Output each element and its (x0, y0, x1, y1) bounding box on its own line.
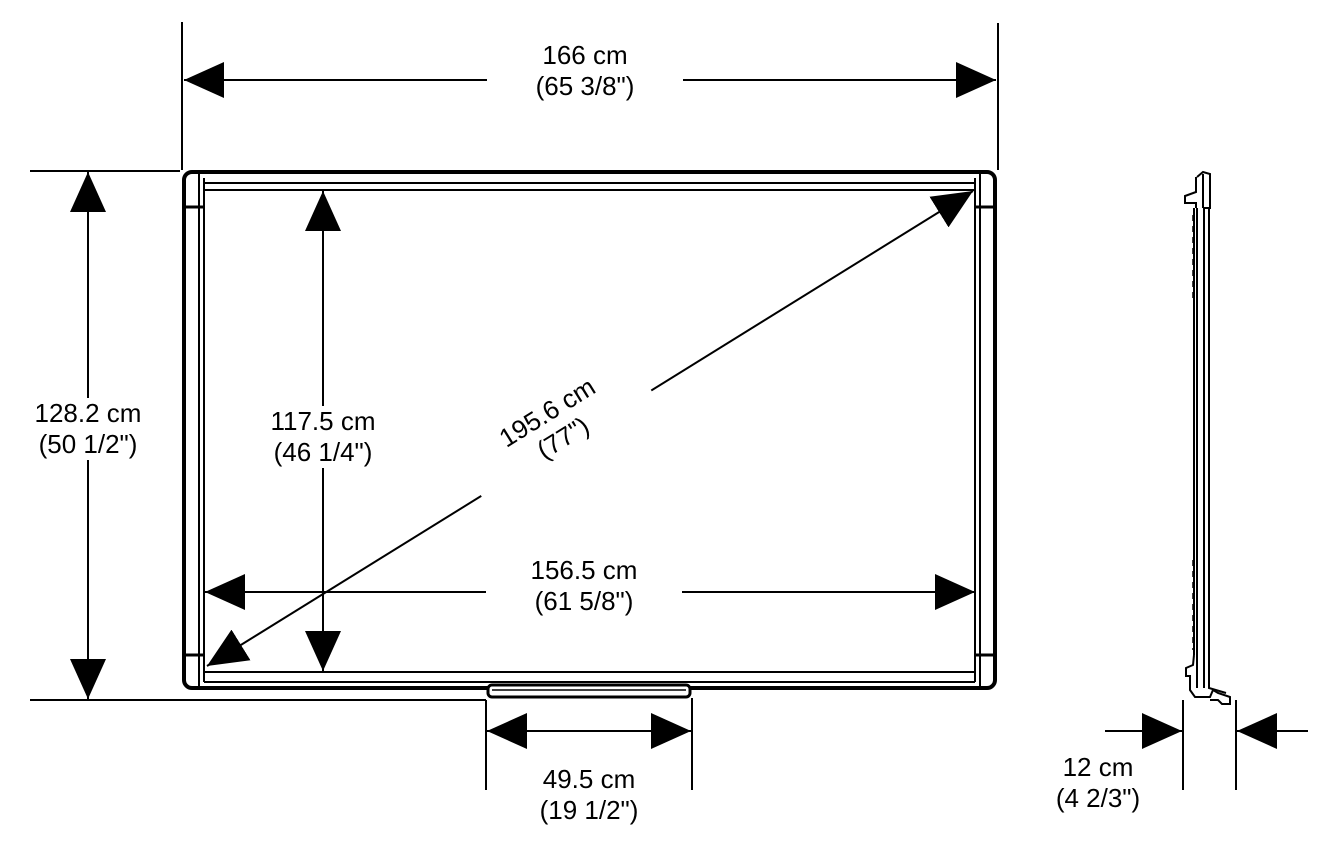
overall-height-imperial: (50 1/2") (38, 429, 138, 459)
pen-tray-width-metric: 49.5 cm (542, 764, 636, 794)
depth-metric: 12 cm (1062, 752, 1134, 782)
whiteboard-front-view (182, 170, 997, 699)
active-height-imperial: (46 1/4") (273, 437, 373, 467)
overall-height-metric: 128.2 cm (34, 398, 142, 428)
pen-tray-width-label: 49.5 cm (19 1/2") (499, 764, 679, 826)
active-width-label: 156.5 cm (61 5/8") (486, 555, 682, 617)
active-width-metric: 156.5 cm (530, 555, 638, 585)
active-width-imperial: (61 5/8") (534, 586, 634, 616)
whiteboard-side-view (1184, 170, 1231, 705)
extension-lines (30, 22, 1237, 790)
pen-tray (486, 683, 692, 699)
overall-width-metric: 166 cm (542, 40, 628, 70)
active-height-label: 117.5 cm (46 1/4") (258, 406, 388, 468)
active-height-metric: 117.5 cm (270, 406, 376, 436)
overall-width-label: 166 cm (65 3/8") (487, 40, 683, 102)
pen-tray-width-imperial: (19 1/2") (539, 795, 639, 825)
overall-width-imperial: (65 3/8") (535, 71, 635, 101)
depth-imperial: (4 2/3") (1055, 783, 1141, 813)
overall-height-label: 128.2 cm (50 1/2") (18, 398, 158, 460)
depth-label: 12 cm (4 2/3") (1020, 752, 1176, 814)
